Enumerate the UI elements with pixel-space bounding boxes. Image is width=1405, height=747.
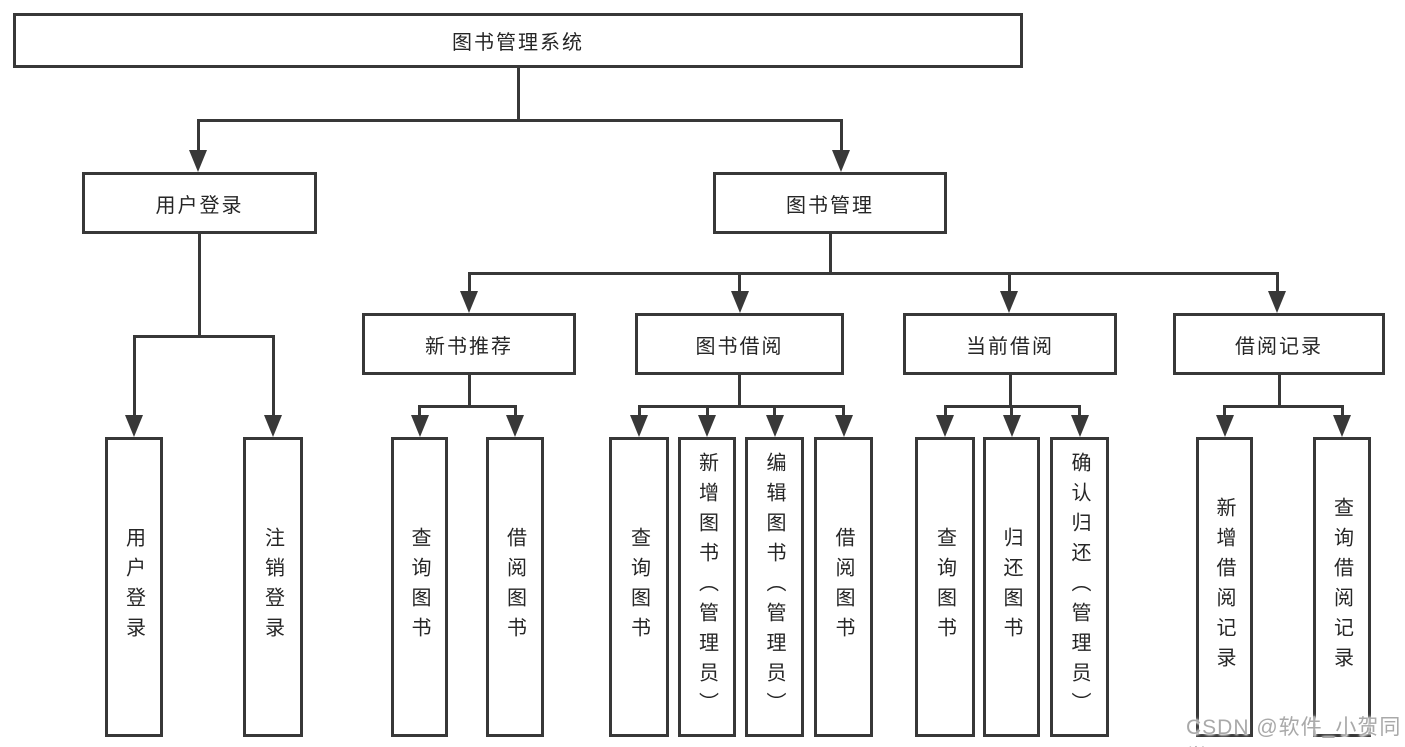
arrow-down-icon [1070,415,1089,437]
node-root: 图书管理系统 [13,13,1023,68]
connector-to-book-borrowing [738,271,741,294]
arrow-down-icon [698,415,716,437]
leaf-borrow-books: 借阅图书 [814,437,873,737]
node-user-login: 用户登录 [82,172,317,234]
connector-leaf-stem [705,404,709,423]
connector-leaf-stem [1078,404,1081,423]
connector-user-login-bar [132,334,275,338]
arrow-down-icon [1268,291,1286,313]
connector-leaf-stem [132,334,136,421]
connector-stem [738,375,741,408]
connector-leaf-stem [842,404,845,423]
arrow-down-icon [832,150,850,172]
connector-to-user-login [196,118,200,155]
leaf-add-borrow-record: 新增借阅记录 [1196,437,1253,737]
connector-leaf-stem [637,404,641,423]
connector-l1-bar [196,118,843,122]
connector-leaf-stem [1010,404,1013,423]
connector-l3-bar [467,271,1279,275]
leaf-user-login: 用户登录 [105,437,163,737]
leaf-query-books-borrowing: 查询图书 [609,437,669,737]
node-book-borrowing: 图书借阅 [635,313,844,375]
arrow-down-icon [264,415,282,437]
node-current-borrowing: 当前借阅 [903,313,1117,375]
connector-stem [1008,375,1012,408]
connector-user-login-stem [197,234,201,338]
arrow-down-icon [1333,415,1351,437]
leaf-logout: 注销登录 [243,437,303,737]
leaf-query-borrow-record: 查询借阅记录 [1313,437,1371,737]
leaf-confirm-return-admin: 确认归还（管理员） [1050,437,1109,737]
connector-leaf-stem [418,404,421,423]
connector-bar [637,404,845,408]
connector-leaf-stem [1340,404,1344,423]
connector-root-stem [516,68,520,121]
arrow-down-icon [1215,415,1234,437]
connector-stem [1277,375,1281,408]
arrow-down-icon [765,415,784,437]
leaf-add-books-admin: 新增图书（管理员） [678,437,736,737]
connector-leaf-stem [271,334,275,421]
connector-leaf-stem [773,404,776,423]
arrow-down-icon [630,415,648,437]
connector-to-current-borrowing [1007,271,1011,294]
leaf-return-books: 归还图书 [983,437,1040,737]
arrow-down-icon [834,415,853,437]
arrow-down-icon [936,415,954,437]
connector-leaf-stem [1223,404,1226,423]
node-borrowing-records: 借阅记录 [1173,313,1385,375]
arrow-down-icon [1002,415,1021,437]
arrow-down-icon [410,415,429,437]
arrow-down-icon [506,415,524,437]
connector-bar [1223,404,1344,408]
leaf-edit-books-admin: 编辑图书（管理员） [745,437,804,737]
watermark: CSDN @软件_小贺同学 [1186,716,1402,747]
connector-to-new-book [467,271,471,294]
connector-to-book-management [839,118,843,155]
arrow-down-icon [125,415,143,437]
connector-bar [418,404,517,408]
node-new-book-recommend: 新书推荐 [362,313,576,375]
connector-leaf-stem [513,404,517,423]
arrow-down-icon [189,150,207,172]
arrow-down-icon [1000,291,1018,313]
connector-to-borrowing-records [1275,271,1279,294]
leaf-query-books-recommend: 查询图书 [391,437,448,737]
arrow-down-icon [730,291,749,313]
connector-book-management-stem [828,234,832,275]
connector-stem [467,375,471,408]
leaf-borrow-books-recommend: 借阅图书 [486,437,544,737]
node-book-management: 图书管理 [713,172,947,234]
connector-leaf-stem [943,404,947,423]
arrow-down-icon [460,291,478,313]
leaf-query-books-current: 查询图书 [915,437,975,737]
